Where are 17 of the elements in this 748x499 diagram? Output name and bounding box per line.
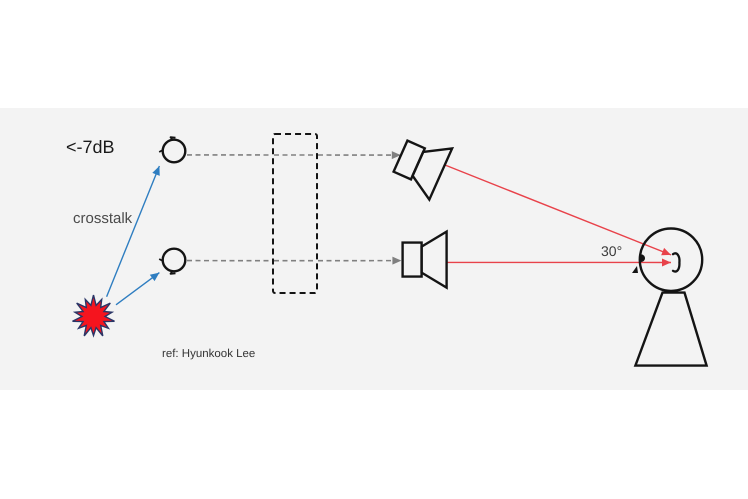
dashed-arrow xyxy=(318,151,401,160)
loudspeaker-symbol xyxy=(392,138,454,202)
arrow xyxy=(444,164,672,256)
dashed-frame xyxy=(272,133,318,294)
microphone-symbol xyxy=(157,136,187,166)
microphone-symbol xyxy=(157,245,187,275)
ear-symbol xyxy=(671,251,681,274)
arrow xyxy=(116,272,160,306)
starburst xyxy=(71,294,116,339)
level-label: <-7dB xyxy=(66,137,115,158)
dashed-arrow xyxy=(318,256,402,265)
angle-label: 30° xyxy=(601,243,622,260)
reference-note: ref: Hyunkook Lee xyxy=(162,348,256,362)
loudspeaker-symbol xyxy=(401,230,449,290)
arrow xyxy=(106,166,160,297)
arrow xyxy=(447,258,671,266)
listener-figure xyxy=(634,226,708,367)
